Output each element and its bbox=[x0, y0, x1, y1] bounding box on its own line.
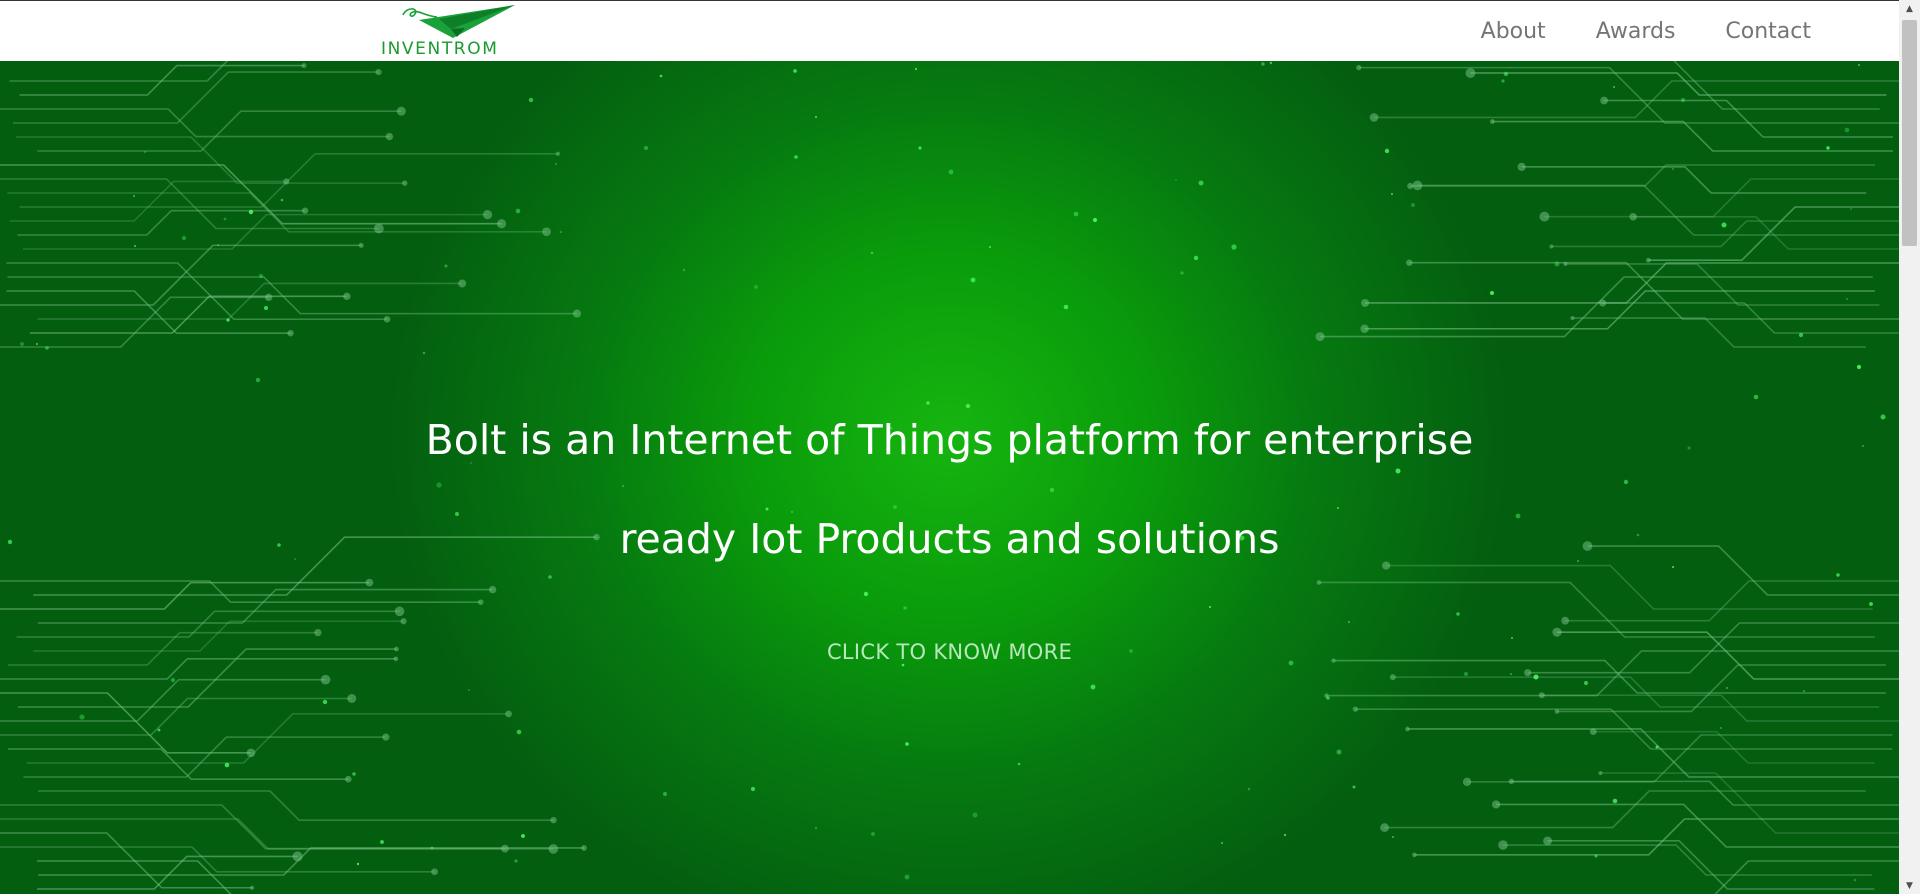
hero-headline-line-1: Bolt is an Internet of Things platform f… bbox=[425, 416, 1474, 464]
nav-link-contact[interactable]: Contact bbox=[1725, 18, 1811, 44]
navbar: INVENTROM About Awards Contact bbox=[0, 1, 1899, 61]
nav-link-awards[interactable]: Awards bbox=[1595, 18, 1676, 44]
nav-link-about[interactable]: About bbox=[1480, 18, 1546, 44]
scrollbar-thumb[interactable] bbox=[1902, 20, 1917, 246]
hero-headline-line-2: ready Iot Products and solutions bbox=[619, 515, 1280, 563]
scroll-down-arrow-icon[interactable]: ▼ bbox=[1906, 880, 1913, 891]
know-more-link[interactable]: CLICK TO KNOW MORE bbox=[826, 640, 1073, 664]
vertical-scrollbar[interactable]: ▲ ▼ bbox=[1899, 0, 1920, 894]
brand-logo[interactable]: INVENTROM bbox=[379, 2, 547, 59]
main-nav: About Awards Contact bbox=[1481, 1, 1811, 61]
window-top-border bbox=[0, 0, 1920, 1]
hero-headline: Bolt is an Internet of Things platform f… bbox=[0, 391, 1899, 589]
brand-name: INVENTROM bbox=[381, 39, 499, 59]
scroll-up-arrow-icon[interactable]: ▲ bbox=[1906, 3, 1913, 14]
hero-cta: CLICK TO KNOW MORE bbox=[0, 640, 1899, 664]
hero-banner: Bolt is an Internet of Things platform f… bbox=[0, 61, 1899, 894]
paper-plane-logo-icon bbox=[402, 5, 515, 38]
circuit-background-pattern bbox=[0, 61, 1899, 894]
